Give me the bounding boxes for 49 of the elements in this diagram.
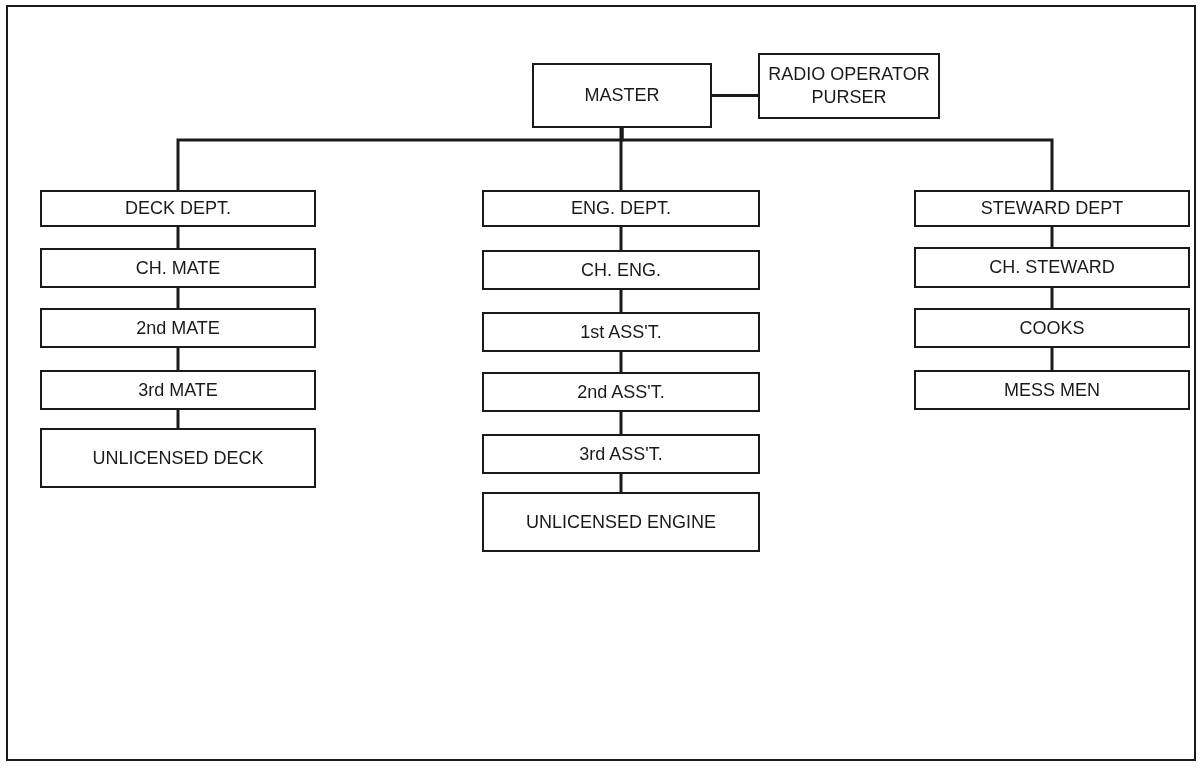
role-label: 3rd ASS'T. <box>579 442 663 466</box>
role-box <box>40 190 316 227</box>
role-box <box>914 247 1190 288</box>
role-box <box>482 190 760 227</box>
role-box <box>914 370 1190 410</box>
connector-line <box>619 352 623 372</box>
role-box <box>40 248 316 288</box>
role-box <box>482 372 760 412</box>
role-label: UNLICENSED ENGINE <box>525 510 716 534</box>
connector-line <box>619 290 623 312</box>
role-label: MESS MEN <box>1004 378 1100 402</box>
role-box <box>758 53 940 119</box>
connector-line <box>1050 348 1054 370</box>
connector-line <box>619 474 623 492</box>
role-box <box>482 492 760 552</box>
role-label: MASTER <box>584 84 660 107</box>
role-box <box>482 250 760 290</box>
role-label: UNLICENSED DECK <box>92 446 264 470</box>
role-label: CH. ENG. <box>581 258 661 282</box>
role-label: RADIO OPERATOR PURSER <box>768 63 930 109</box>
role-box <box>40 308 316 348</box>
connector-line <box>1050 227 1054 247</box>
role-label: STEWARD DEPT <box>980 197 1124 220</box>
role-label: DECK DEPT. <box>125 197 231 220</box>
role-box <box>482 312 760 352</box>
connector-line <box>620 128 1054 190</box>
connector-line <box>176 348 180 370</box>
connector-line <box>712 94 758 97</box>
connector-line <box>176 288 180 308</box>
role-label: CH. STEWARD <box>989 256 1115 279</box>
role-box <box>40 428 316 488</box>
connector-line <box>619 128 623 190</box>
role-box <box>482 434 760 474</box>
role-box <box>914 308 1190 348</box>
role-label: CH. MATE <box>135 256 221 280</box>
role-label: 2nd ASS'T. <box>577 380 665 404</box>
connector-line <box>619 227 623 250</box>
role-box <box>532 63 712 128</box>
connector-line <box>176 227 180 248</box>
role-label: 1st ASS'T. <box>580 320 662 344</box>
connector-line <box>176 410 180 428</box>
role-box <box>40 370 316 410</box>
role-label: 2nd MATE <box>136 316 220 340</box>
connector-line <box>1050 288 1054 308</box>
role-label: 3rd MATE <box>138 378 218 402</box>
role-box <box>914 190 1190 227</box>
role-label: ENG. DEPT. <box>571 197 671 220</box>
connector-line <box>619 412 623 434</box>
role-label: COOKS <box>1019 316 1085 340</box>
